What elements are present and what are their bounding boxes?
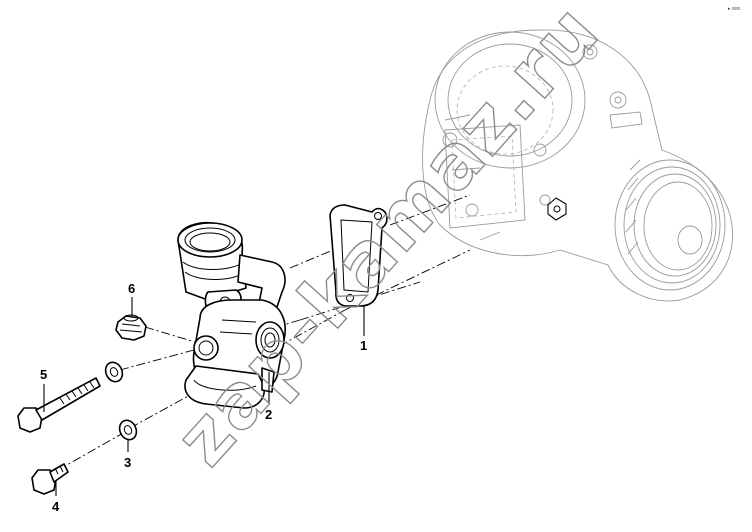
callout-4: 4 [52, 499, 60, 514]
short-bolt-part [31, 463, 69, 495]
callout-3: 3 [124, 455, 131, 470]
washer-upper-part [104, 361, 124, 383]
plug-part [115, 314, 147, 341]
gasket-part [329, 204, 388, 307]
leader-lines [43, 297, 365, 496]
callout-1: 1 [360, 338, 367, 353]
corner-mark: ▸ ooo [728, 6, 740, 12]
washer-part [118, 419, 138, 441]
callout-5: 5 [40, 367, 47, 382]
long-bolt-part [17, 377, 101, 433]
thermostat-housing-part [177, 222, 286, 409]
callout-2: 2 [265, 407, 272, 422]
callout-6: 6 [128, 281, 135, 296]
water-pump-ghost [422, 29, 733, 302]
